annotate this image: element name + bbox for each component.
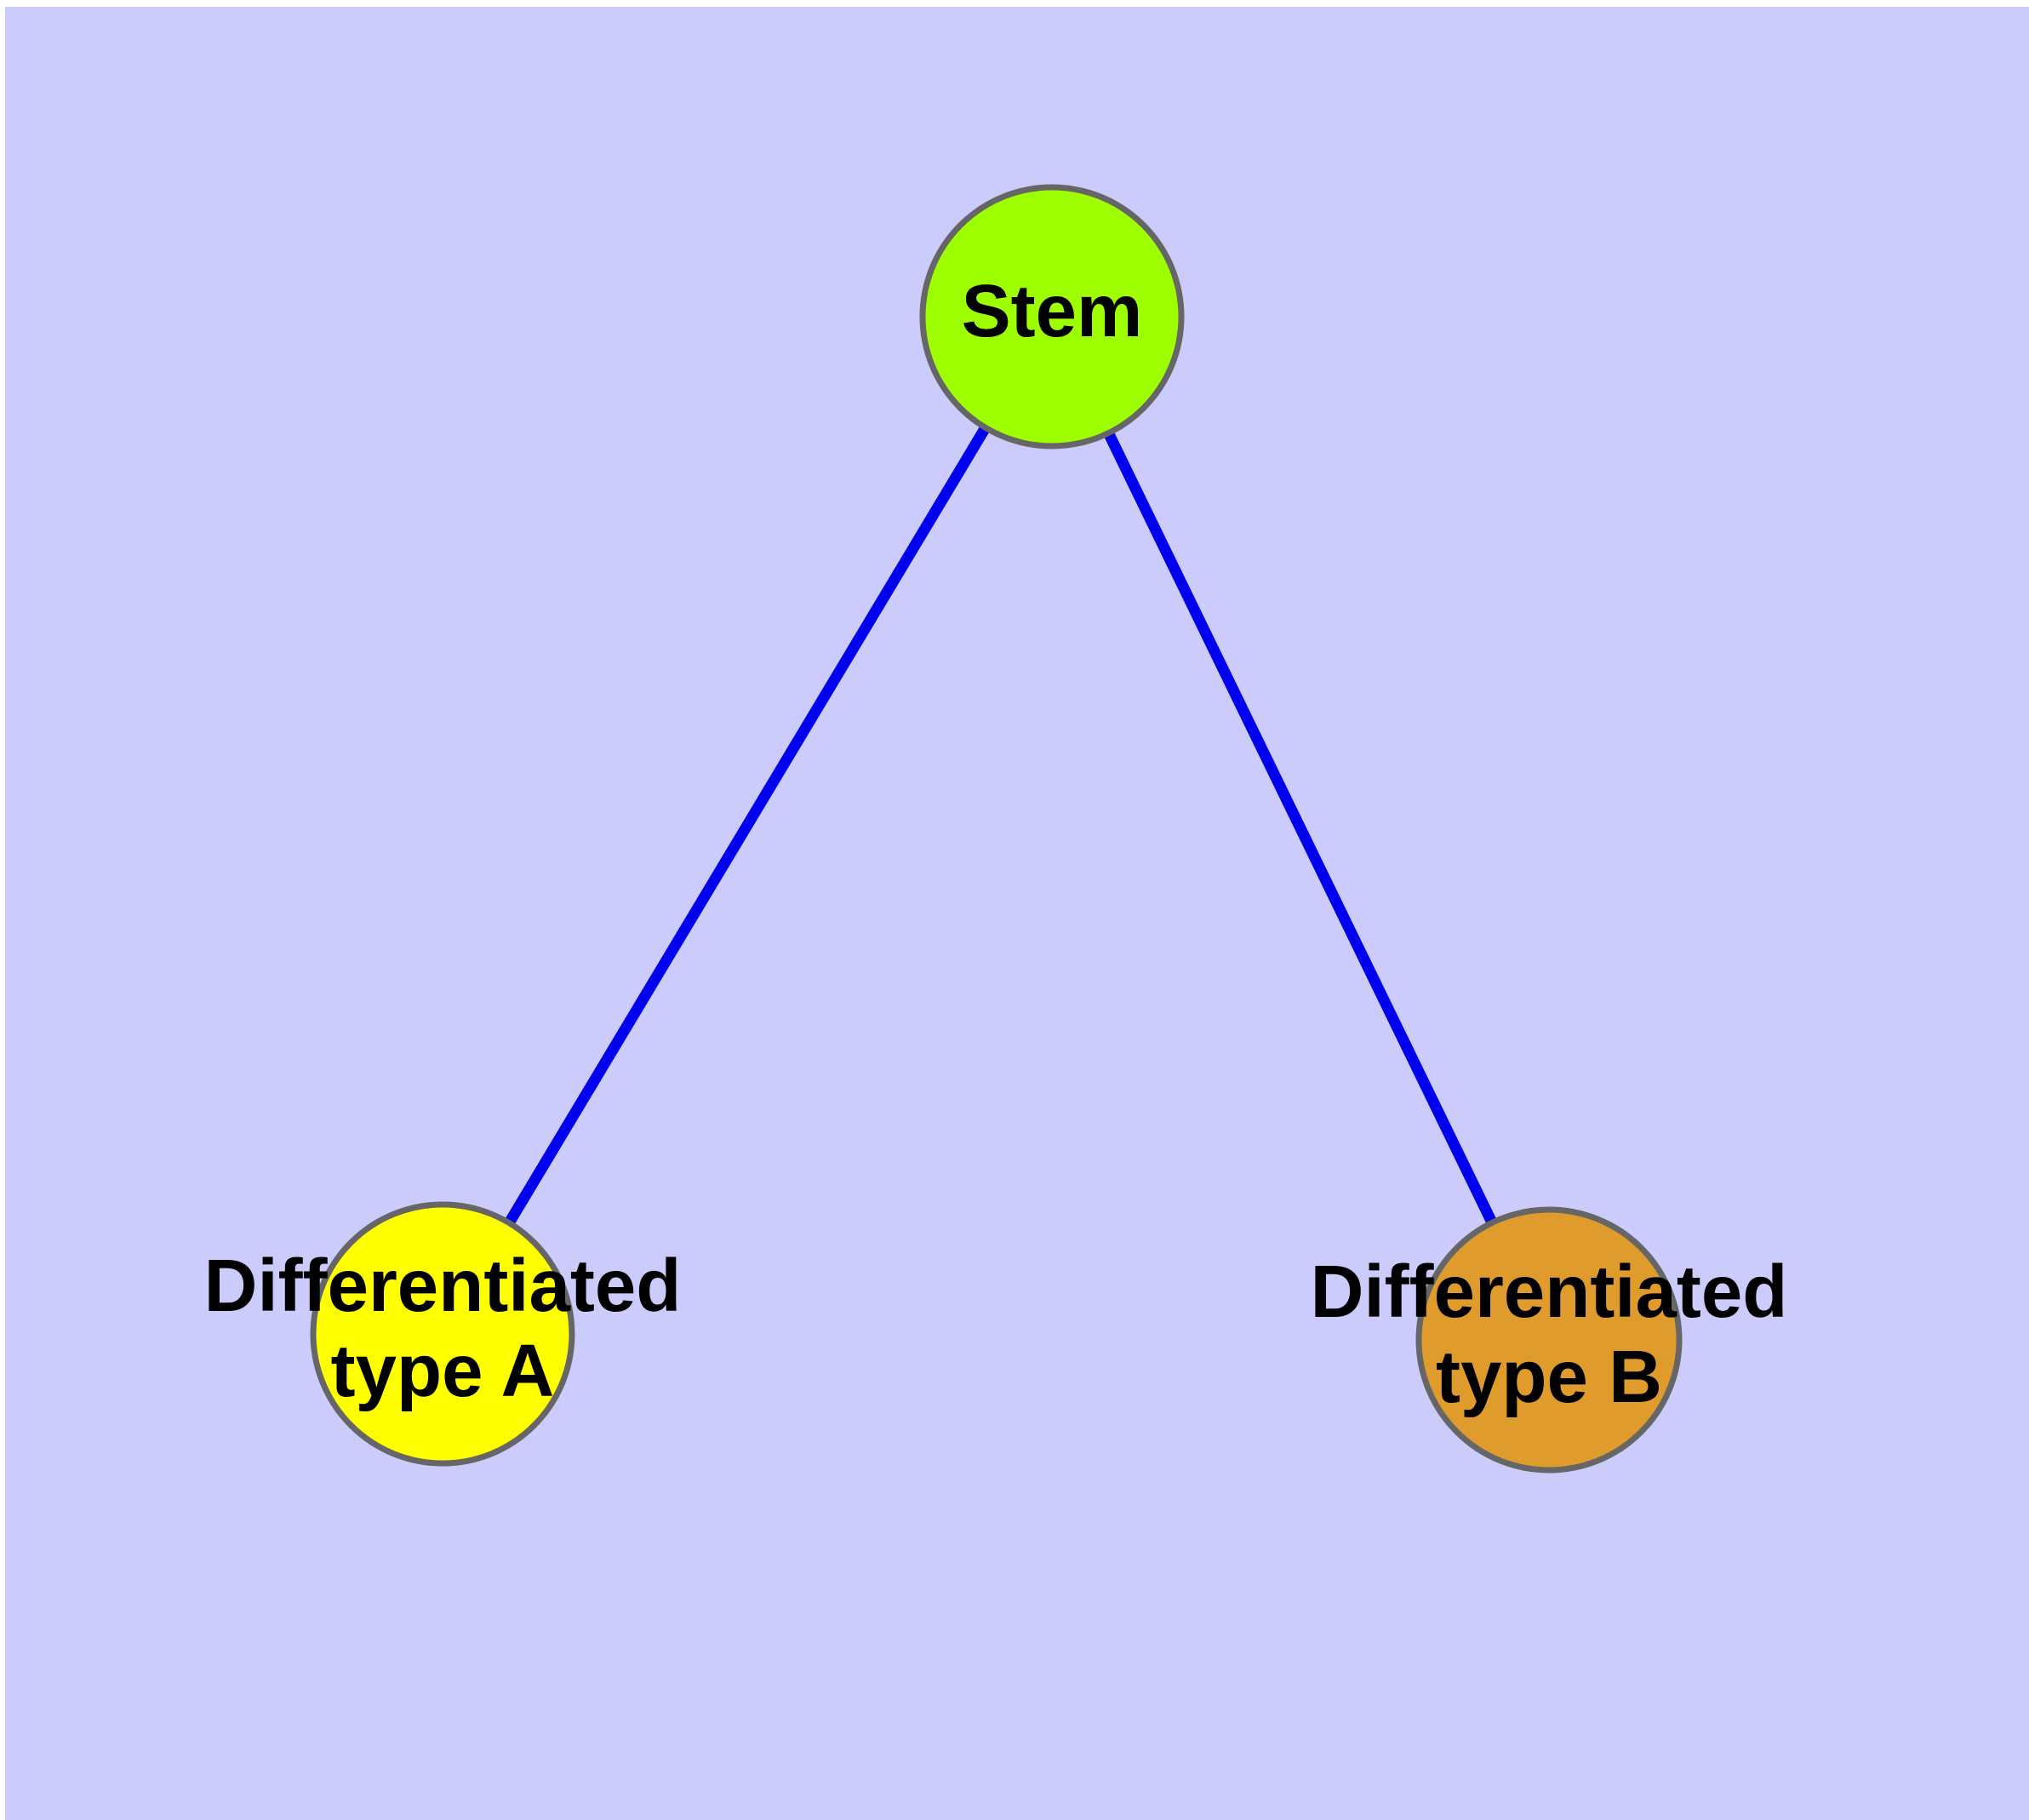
edges-group: [437, 313, 1554, 1342]
node-circle-diff_b[interactable]: [1415, 1206, 1683, 1474]
node-label-stem: Stem: [962, 270, 1143, 352]
node-circle-diff_a[interactable]: [310, 1201, 575, 1467]
graph-node-stem[interactable]: Stem: [919, 184, 1185, 449]
node-circle-stem[interactable]: [919, 184, 1185, 449]
node-label-diff_a: Differentiated: [204, 1245, 682, 1327]
node-label-diff_b: Differentiated: [1311, 1251, 1788, 1333]
graph-edge: [437, 313, 1057, 1337]
node-label-diff_b: type B: [1436, 1336, 1662, 1418]
node-label-diff_a: type A: [331, 1330, 555, 1412]
graph-edge: [1047, 314, 1554, 1342]
